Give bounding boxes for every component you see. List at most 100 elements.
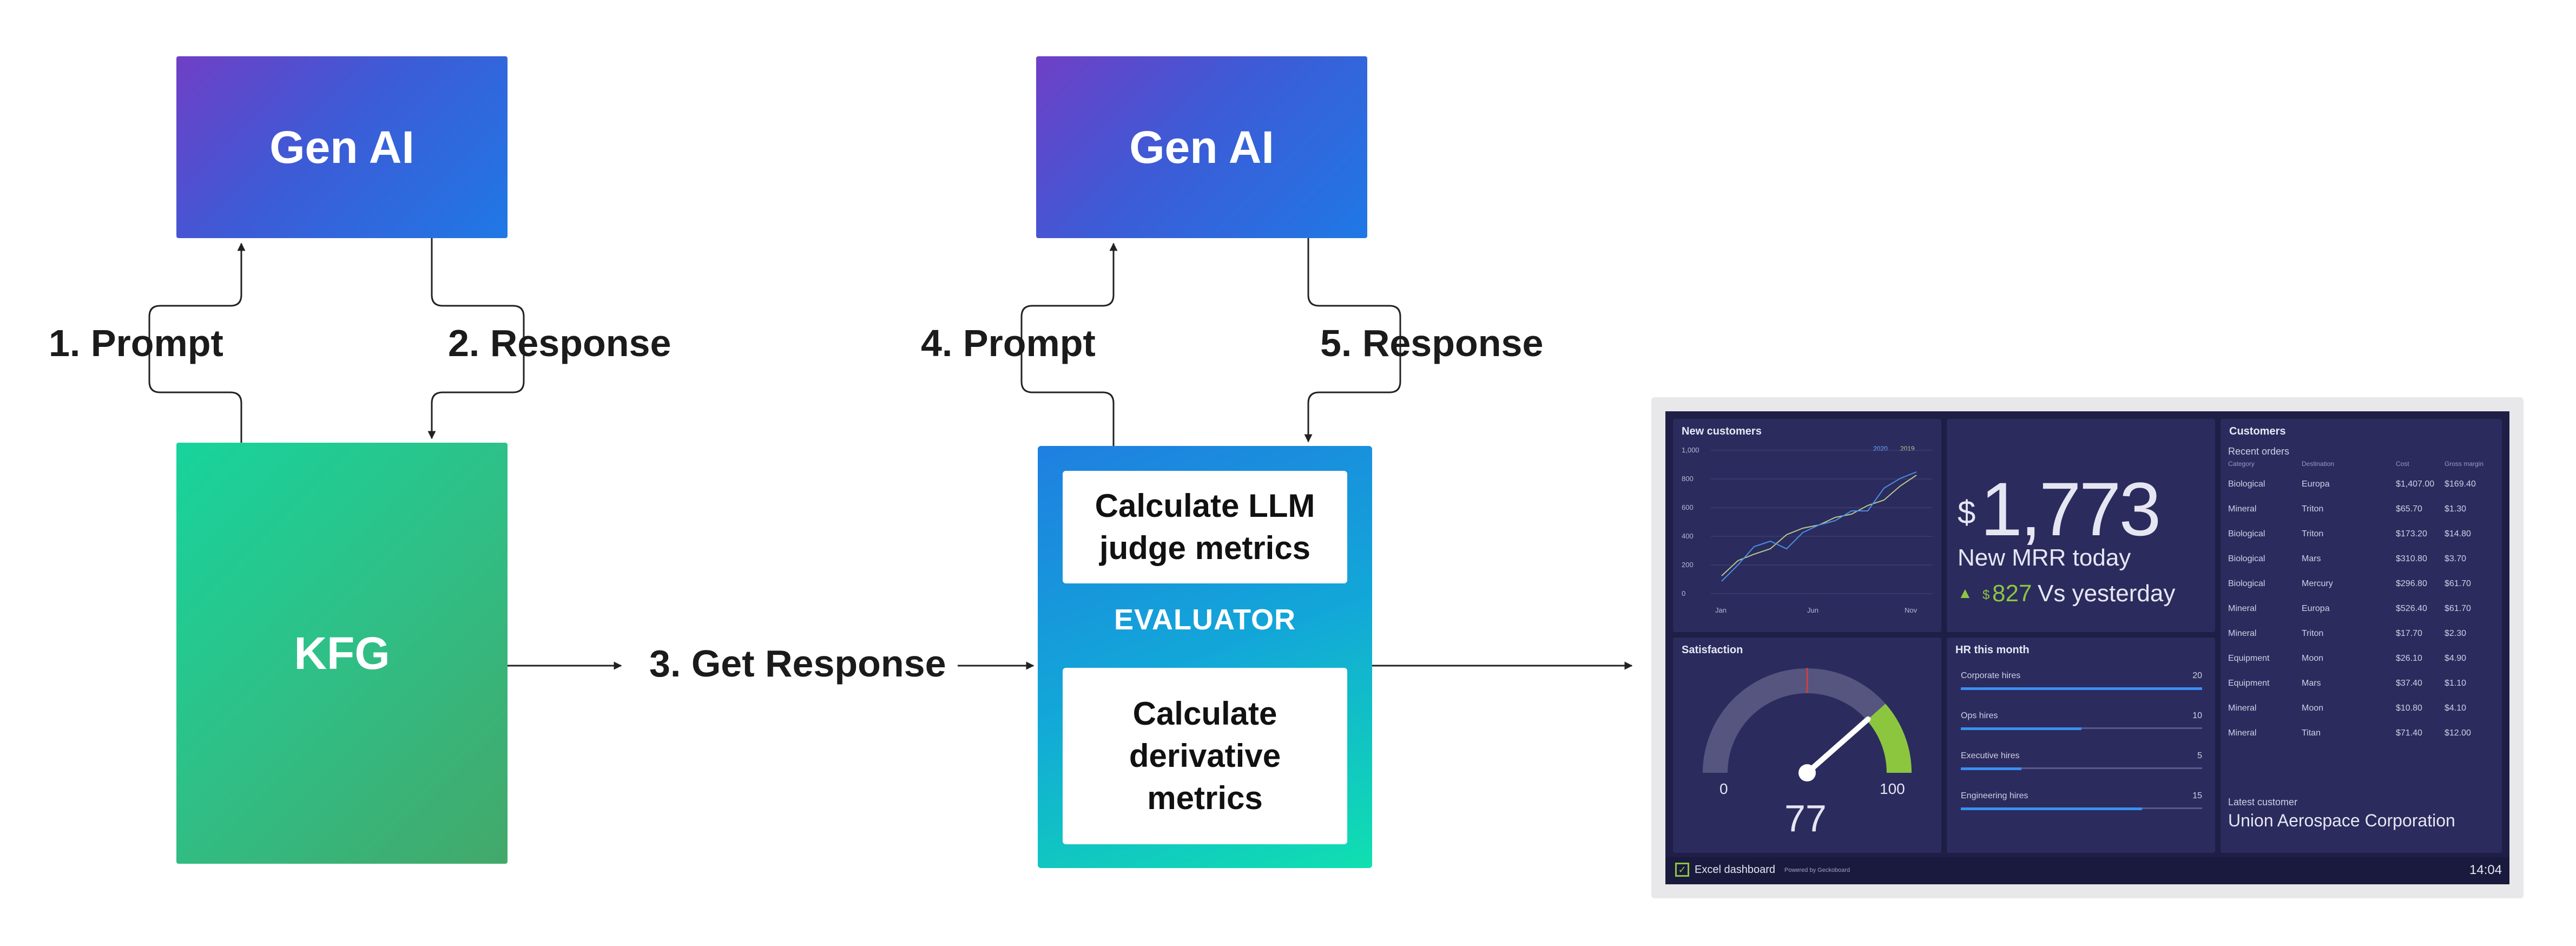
order-margin: $61.70 <box>2445 604 2471 613</box>
order-margin: $2.30 <box>2445 629 2467 638</box>
orders-table-row: Biological Mars $310.80 $3.70 <box>2228 548 2487 571</box>
llm-judge-metrics-card: Calculate LLM judge metrics <box>1063 471 1347 583</box>
order-margin: $4.90 <box>2445 654 2467 663</box>
order-cost: $65.70 <box>2396 504 2422 514</box>
order-cost: $526.40 <box>2396 604 2427 613</box>
satisfaction-title: Satisfaction <box>1682 644 1743 656</box>
hr-row-label: Corporate hires <box>1961 671 2021 680</box>
order-cost: $26.10 <box>2396 654 2422 663</box>
order-cost: $310.80 <box>2396 554 2427 563</box>
order-margin: $3.70 <box>2445 554 2467 563</box>
response-5-arrow <box>1304 238 1401 443</box>
mrr-delta-caption: Vs yesterday <box>2038 580 2176 607</box>
hr-row-value: 15 <box>2192 791 2202 800</box>
hr-row-value: 20 <box>2192 671 2202 680</box>
order-margin: $61.70 <box>2445 579 2471 588</box>
evaluator-title: EVALUATOR <box>1114 603 1296 636</box>
mrr-delta-up-icon: ▲ <box>1958 584 1973 601</box>
order-margin: $4.10 <box>2445 704 2467 713</box>
order-cost: $173.20 <box>2396 529 2427 538</box>
hr-row-label: Ops hires <box>1961 711 1998 720</box>
response-5-label: 5. Response <box>1320 322 1544 364</box>
orders-header-margin: Gross margin <box>2445 460 2484 468</box>
kfg-label: KFG <box>294 627 390 679</box>
customers-title: Customers <box>2229 425 2286 437</box>
hr-row-fill <box>1961 687 2202 690</box>
gen-ai-label-left: Gen AI <box>269 121 414 173</box>
hr-row-track <box>1961 727 2202 730</box>
gen-ai-box-right: Gen AI <box>1036 56 1367 238</box>
ytick-400: 400 <box>1682 532 1694 540</box>
order-destination: Triton <box>2302 629 2324 638</box>
order-destination: Triton <box>2302 529 2324 538</box>
hr-row-track <box>1961 687 2202 690</box>
hr-title: HR this month <box>1955 644 2030 656</box>
prompt-1-label: 1. Prompt <box>49 322 223 364</box>
hr-row: Ops hires 10 <box>1954 704 2209 749</box>
orders-table-row: Mineral Triton $17.70 $2.30 <box>2228 622 2487 646</box>
mrr-panel: $ 1,773 New MRR today ▲ $ 827 Vs yesterd… <box>1947 419 2215 632</box>
order-cost: $17.70 <box>2396 629 2422 638</box>
get-response-label: 3. Get Response <box>649 642 946 685</box>
order-destination: Mercury <box>2302 579 2333 588</box>
derivative-metrics-label: Calculate derivative metrics <box>1129 695 1281 816</box>
footer-time: 14:04 <box>2469 863 2502 877</box>
order-category: Mineral <box>2228 629 2257 638</box>
xtick-nov: Nov <box>1905 606 1918 614</box>
mrr-value: 1,773 <box>1980 467 2161 551</box>
satisfaction-gauge-needle <box>1804 716 1871 776</box>
latest-customer-label: Latest customer <box>2228 797 2298 807</box>
new-customers-title: New customers <box>1682 425 1762 437</box>
mrr-caption: New MRR today <box>1958 544 2131 571</box>
prompt-4-label: 4. Prompt <box>921 322 1096 364</box>
ytick-1000: 1,000 <box>1682 446 1699 454</box>
series-2020-line <box>1721 471 1917 582</box>
order-destination: Mars <box>2302 554 2321 563</box>
order-category: Equipment <box>2228 654 2270 663</box>
latest-customer-value: Union Aerospace Corporation <box>2228 811 2455 830</box>
order-destination: Titan <box>2302 728 2321 738</box>
evaluator-box: Calculate LLM judge metrics EVALUATOR Ca… <box>1038 446 1372 868</box>
kfg-box: KFG <box>176 443 508 864</box>
xtick-jan: Jan <box>1715 606 1727 614</box>
dashboard-screenshot: New customers 1,000 800 600 400 200 0 Ja… <box>1651 397 2524 898</box>
mrr-currency: $ <box>1958 494 1976 530</box>
hr-row-fill <box>1961 767 2021 770</box>
order-destination: Europa <box>2302 604 2330 613</box>
gen-ai-box-left: Gen AI <box>176 56 508 238</box>
order-category: Mineral <box>2228 704 2257 713</box>
ytick-800: 800 <box>1682 475 1694 483</box>
satisfaction-value: 77 <box>1784 797 1827 839</box>
order-destination: Europa <box>2302 479 2330 489</box>
xtick-jun: Jun <box>1807 606 1819 614</box>
llm-judge-metrics-label: Calculate LLM judge metrics <box>1095 488 1315 566</box>
order-margin: $1.30 <box>2445 504 2467 514</box>
new-customers-panel: New customers 1,000 800 600 400 200 0 Ja… <box>1673 419 1941 632</box>
ytick-0: 0 <box>1682 589 1686 597</box>
hr-row-value: 10 <box>2192 711 2202 720</box>
footer-brand: Excel dashboard <box>1695 864 1775 876</box>
hr-row-label: Executive hires <box>1961 751 2020 760</box>
order-category: Biological <box>2228 529 2265 538</box>
hr-row: Corporate hires 20 <box>1954 663 2209 709</box>
order-category: Mineral <box>2228 728 2257 738</box>
mrr-delta-currency: $ <box>1982 588 1990 602</box>
order-category: Mineral <box>2228 604 2257 613</box>
dashboard-footer: ✓ Excel dashboard Powered by Geckoboard … <box>1665 857 2509 884</box>
customers-panel: Customers Recent orders Category Destina… <box>2221 419 2502 853</box>
order-cost: $296.80 <box>2396 579 2427 588</box>
satisfaction-max: 100 <box>1880 780 1905 797</box>
order-category: Mineral <box>2228 504 2257 514</box>
orders-header-row: Category Destination Cost Gross margin <box>2228 457 2487 473</box>
ytick-600: 600 <box>1682 503 1694 511</box>
order-cost: $37.40 <box>2396 679 2422 688</box>
order-category: Biological <box>2228 554 2265 563</box>
mrr-delta-value: 827 <box>1992 580 2032 607</box>
